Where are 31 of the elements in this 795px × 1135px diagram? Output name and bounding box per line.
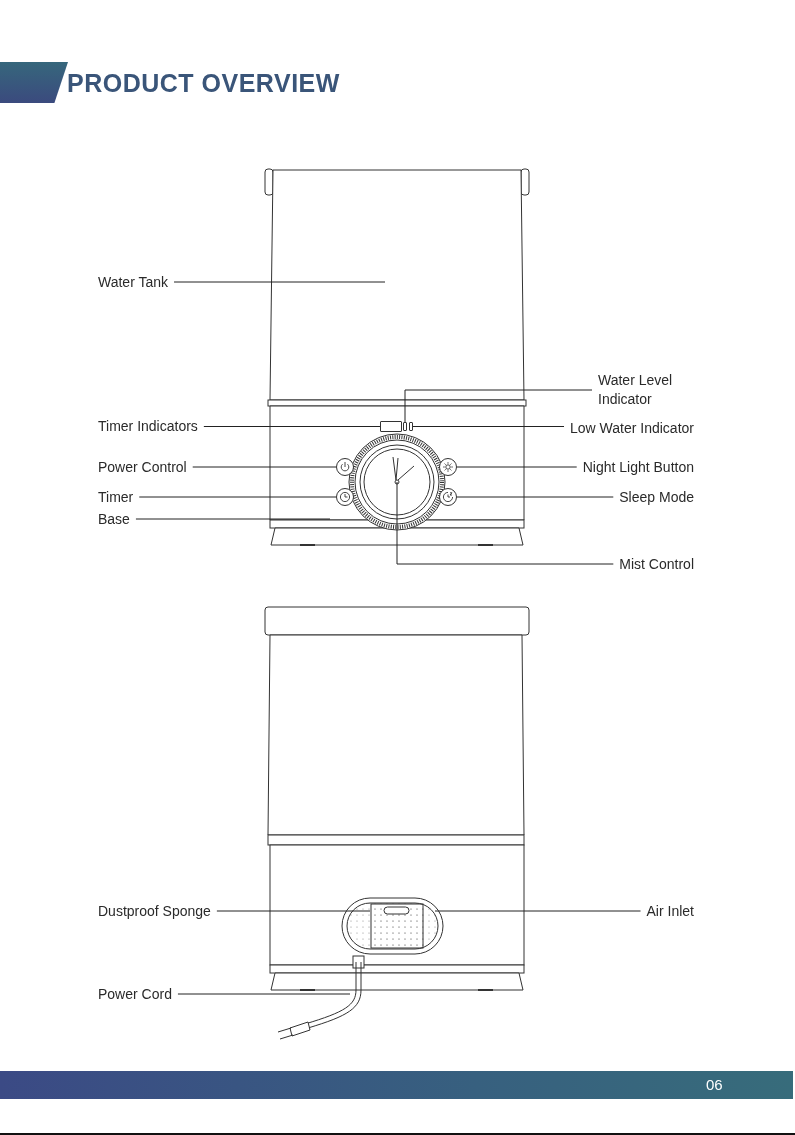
part-label: Low Water Indicator (570, 418, 694, 438)
leader-line (456, 466, 578, 468)
page-title: PRODUCT OVERVIEW (67, 68, 340, 98)
indicator-lamp (403, 422, 407, 431)
part-label: Night Light Button (582, 457, 694, 477)
leader-line (412, 426, 565, 427)
part-label: Mist Control (619, 554, 694, 574)
leader-line (404, 389, 593, 423)
part-label: Sleep Mode (619, 487, 694, 507)
part-label: Power Cord (98, 984, 172, 1004)
part-label: Air Inlet (646, 901, 694, 921)
leader-line (396, 481, 614, 565)
part-label: Timer (98, 487, 134, 507)
leader-line (135, 518, 331, 520)
leader-line (434, 910, 642, 912)
leader-line (177, 993, 351, 995)
part-label: Timer Indicators (98, 416, 198, 436)
part-label: Water Level Indicator (598, 371, 698, 409)
part-label: Base (98, 509, 130, 529)
part-label: Water Tank (98, 272, 169, 292)
leader-line (173, 281, 386, 283)
leader-line (203, 426, 381, 427)
leader-line (456, 496, 614, 498)
part-label: Dustproof Sponge (98, 901, 211, 921)
leader-line (138, 496, 337, 498)
leader-line (192, 466, 337, 468)
page-number: 06 (706, 1076, 723, 1094)
leader-line (216, 910, 371, 912)
indicator-lamp (409, 422, 413, 431)
part-label: Power Control (98, 457, 187, 477)
timer-indicator-display (380, 421, 402, 432)
